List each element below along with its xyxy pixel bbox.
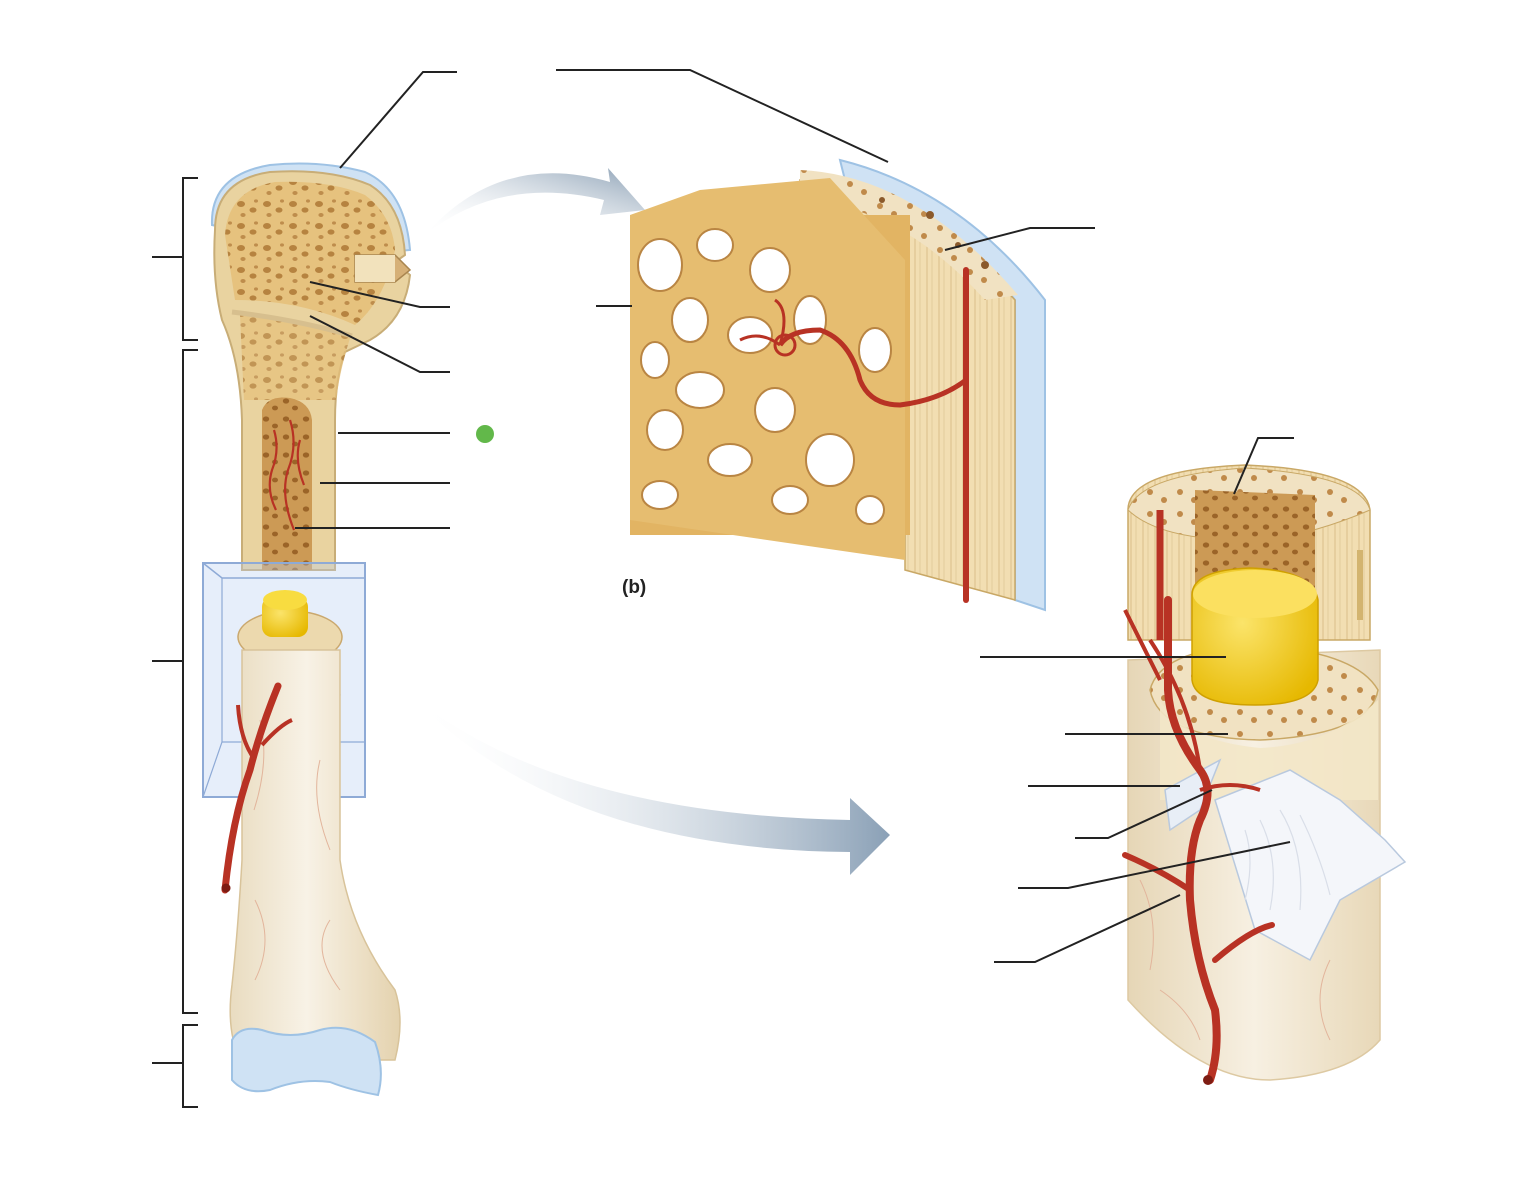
label-leader-lines xyxy=(295,69,1294,963)
long-bone-illustration xyxy=(202,162,412,1097)
leader-nutrient-artery xyxy=(994,894,1181,963)
leader-epiphyseal-line xyxy=(309,315,450,373)
distal-articular-cartilage xyxy=(231,1026,382,1097)
leader-perforating-fibers xyxy=(1075,789,1213,839)
green-marker-dot[interactable] xyxy=(476,425,494,443)
leader-sharpey-fibers xyxy=(1018,841,1291,889)
leader-articular-cartilage xyxy=(339,71,457,169)
leader-periosteum-b xyxy=(556,69,889,163)
spongy-compact-bone-block xyxy=(630,158,1046,612)
lower-curved-arrow-icon xyxy=(410,695,890,875)
diaphysis-shaft xyxy=(229,649,401,1061)
proximal-epiphysis-bracket xyxy=(152,177,198,341)
diaphysis-cross-section xyxy=(1122,464,1407,1085)
diaphysis-bracket xyxy=(152,349,198,1014)
panel-label-b: (b) xyxy=(622,577,647,598)
leader-spongy-bone xyxy=(309,281,450,308)
leader-endosteum xyxy=(1233,437,1294,495)
distal-epiphysis-bracket xyxy=(152,1024,198,1108)
leader-compact-bone-b xyxy=(944,227,1095,251)
upper-curved-arrow-icon xyxy=(425,168,645,235)
left-brackets xyxy=(152,177,198,1108)
